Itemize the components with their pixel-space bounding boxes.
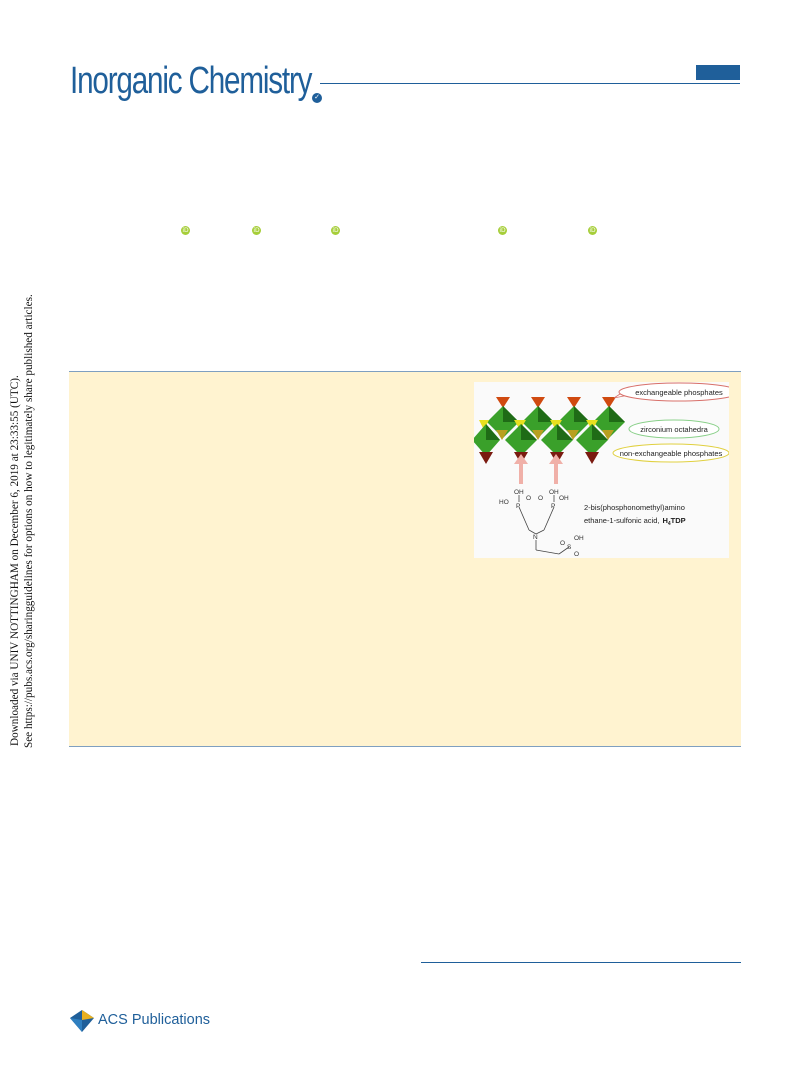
- callout-octahedra: zirconium octahedra: [628, 419, 720, 439]
- orcid-icon[interactable]: iD: [181, 226, 190, 235]
- toc-graphic: exchangeable phosphates zirconium octahe…: [472, 382, 740, 558]
- atom-label: P: [516, 503, 520, 510]
- atom-label: N: [533, 534, 538, 541]
- bottom-phosphates-tetrahedra: [479, 452, 599, 464]
- acs-logo-icon[interactable]: [68, 1008, 96, 1034]
- compound-name-line1: 2-bis(phosphonomethyl)amino: [584, 503, 685, 512]
- zirconium-octahedra-upper: [487, 406, 625, 438]
- publisher-name[interactable]: ACS Publications: [98, 1012, 211, 1028]
- journal-title[interactable]: Inorganic Chemistry: [70, 60, 313, 102]
- callout-exchangeable-label: exchangeable phosphates: [635, 388, 723, 397]
- callout-nonexchangeable: non-exchangeable phosphates: [612, 443, 730, 463]
- atom-label: O: [526, 495, 531, 502]
- molecule-structure: [518, 495, 570, 555]
- atom-label: HO: [499, 499, 509, 506]
- exchangeable-phosphates-tetrahedra: [496, 397, 616, 408]
- atom-label: OH: [549, 489, 559, 496]
- orcid-icon[interactable]: iD: [588, 226, 597, 235]
- compound-name-line2: ethane-1-sulfonic acid,H4TDP: [584, 516, 686, 527]
- binding-arrows: [514, 454, 563, 484]
- compound-name-prefix: ethane-1-sulfonic acid,: [584, 516, 659, 525]
- compound-abbrev-sub: 4: [668, 521, 671, 527]
- download-notice: Downloaded via UNIV NOTTINGHAM on Decemb…: [9, 375, 21, 746]
- atom-label: O: [574, 551, 579, 558]
- zirconium-octahedra-lower: [472, 424, 608, 456]
- callout-octahedra-label: zirconium octahedra: [640, 425, 708, 434]
- atom-label: OH: [514, 489, 524, 496]
- header-rule: [320, 83, 740, 84]
- atom-label: OH: [574, 535, 584, 542]
- orcid-icon[interactable]: iD: [252, 226, 261, 235]
- callout-nonexchangeable-label: non-exchangeable phosphates: [620, 449, 723, 458]
- toc-graphic-svg: exchangeable phosphates zirconium octahe…: [472, 382, 740, 558]
- atom-label: OH: [559, 495, 569, 502]
- atom-label: O: [538, 495, 543, 502]
- callout-exchangeable: exchangeable phosphates: [613, 382, 740, 402]
- atom-label: P: [551, 503, 555, 510]
- header-block: [696, 65, 740, 80]
- check-icon: ✓: [312, 93, 322, 103]
- compound-abbrev-end: TDP: [671, 516, 686, 525]
- compound-abbrev: H: [662, 516, 667, 525]
- atom-label: S: [567, 544, 572, 551]
- orcid-icon[interactable]: iD: [498, 226, 507, 235]
- download-sidebar: Downloaded via UNIV NOTTINGHAM on Decemb…: [4, 294, 44, 748]
- atom-label: O: [560, 540, 565, 547]
- orcid-icon[interactable]: iD: [331, 226, 340, 235]
- atom-labels: OH HO O P OH O OH P N S OH O O: [499, 489, 584, 558]
- footnote-rule: [421, 962, 741, 963]
- sharing-guidelines-notice[interactable]: See https://pubs.acs.org/sharingguidelin…: [23, 294, 35, 748]
